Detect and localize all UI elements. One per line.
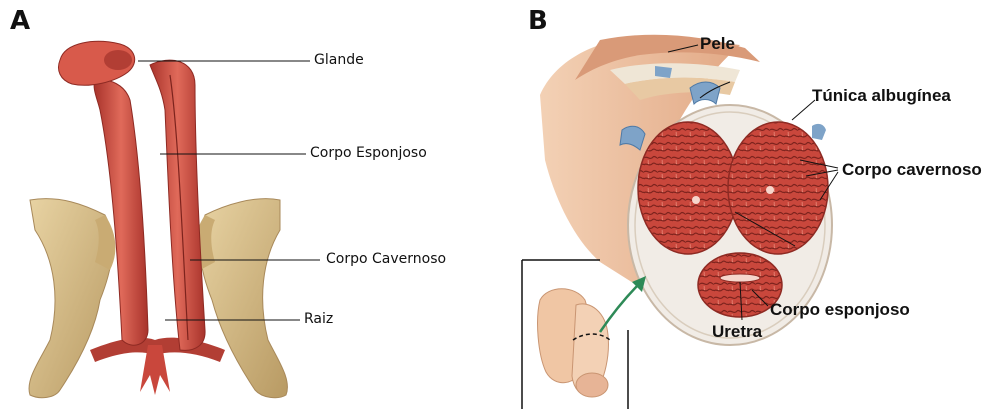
leader-vessel <box>700 82 730 98</box>
leader-pele <box>668 45 698 52</box>
label-pele: Pele <box>700 34 735 54</box>
leader-uretra <box>740 282 742 320</box>
leader-cavernoso-3 <box>820 172 838 200</box>
leader-cavernoso-1 <box>800 160 838 168</box>
leader-cavernoso-2 <box>806 170 838 176</box>
label-corpo-esponjoso: Corpo esponjoso <box>770 300 910 320</box>
leader-corpo-esponjoso <box>752 290 768 306</box>
label-tunica-albuginea: Túnica albugínea <box>812 86 951 106</box>
leader-septum <box>735 212 795 246</box>
label-corpo-cavernoso: Corpo cavernoso <box>842 160 982 180</box>
label-uretra: Uretra <box>712 322 762 342</box>
